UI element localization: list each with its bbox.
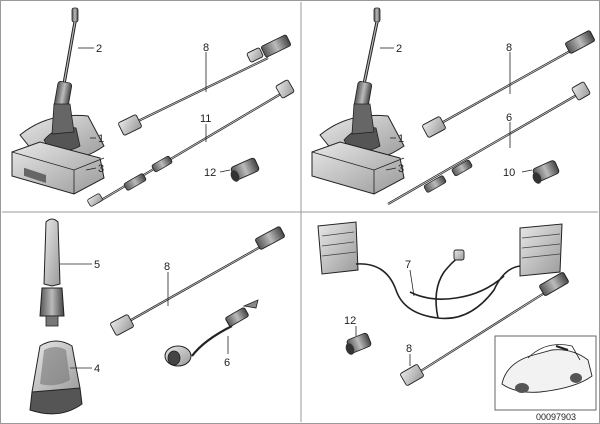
vehicle-inset (494, 335, 597, 411)
label-bottom-left-4: 4 (94, 363, 100, 375)
part-foam-pad (11, 141, 105, 195)
part-short-antenna (39, 218, 65, 327)
label-bottom-right-12: 12 (344, 315, 356, 327)
label-top-right-6: 6 (506, 112, 512, 124)
part-window-antenna-right (519, 223, 563, 277)
part-connector-10 (532, 160, 560, 184)
part-cable-11 (87, 79, 295, 207)
label-top-left-12: 12 (204, 167, 216, 179)
part-cable-8 (400, 272, 569, 386)
part-window-antenna-left (317, 221, 359, 275)
part-antenna-rod (53, 7, 79, 109)
part-harness-plug (453, 249, 465, 261)
part-cable-8 (422, 30, 595, 138)
leader-lines-bottom-left (60, 263, 229, 369)
leader-lines-top-right (380, 47, 533, 173)
label-bottom-right-7: 7 (405, 259, 411, 271)
diagram-code: 00097903 (536, 412, 576, 422)
part-antenna-foot (29, 340, 83, 415)
label-bottom-left-8: 8 (164, 261, 170, 273)
label-top-left-3: 3 (98, 163, 104, 175)
label-bottom-right-8: 8 (406, 343, 412, 355)
part-harness-7 (355, 257, 521, 320)
part-connector-12 (230, 157, 260, 182)
label-top-right-8: 8 (506, 42, 512, 54)
panel-bottom-right (317, 221, 597, 411)
part-cable-6 (387, 81, 591, 205)
label-top-left-2: 2 (96, 43, 102, 55)
label-top-right-10: 10 (503, 167, 515, 179)
panel-top-right (311, 7, 595, 205)
label-bottom-left-6: 6 (224, 357, 230, 369)
part-cable-8 (110, 226, 285, 336)
label-top-right-1: 1 (398, 133, 404, 145)
part-cable-8 (118, 34, 291, 136)
label-top-left-8: 8 (203, 42, 209, 54)
panel-top-left (11, 7, 295, 207)
part-antenna-rod (353, 7, 381, 109)
part-labels: 2 1 3 8 11 12 2 1 3 8 6 10 5 4 8 6 7 12 … (94, 42, 576, 422)
leader-lines-top-left (78, 47, 231, 173)
label-top-right-3: 3 (398, 163, 404, 175)
leader-lines-bottom-right (355, 269, 415, 366)
label-top-right-2: 2 (396, 43, 402, 55)
panel-bottom-left (29, 218, 285, 415)
label-top-left-11: 11 (200, 113, 211, 125)
part-foam-pad (311, 141, 405, 195)
part-cable-6 (164, 299, 259, 367)
label-top-left-1: 1 (98, 133, 104, 145)
part-connector-12 (345, 332, 372, 355)
label-bottom-left-5: 5 (94, 259, 100, 271)
